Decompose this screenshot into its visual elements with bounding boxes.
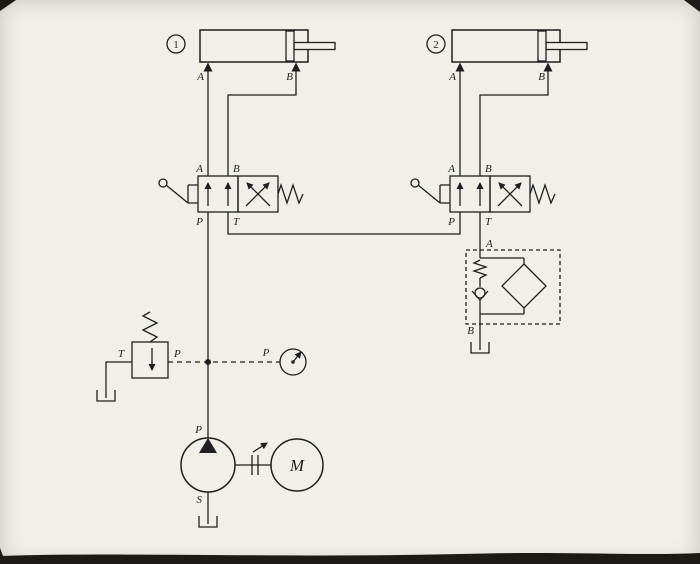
pump-flow-triangle-icon (199, 438, 217, 453)
valve-2-lever-knob-icon (410, 178, 420, 188)
valve-2-arrow-cross1 (497, 182, 522, 207)
cylinder-1: 1 A B (166, 29, 336, 83)
pump-port-p-label: P (194, 424, 202, 436)
tank-symbols (96, 342, 490, 528)
check-valve-seat-icon (471, 290, 489, 301)
rotation-arrow-icon (252, 442, 268, 453)
valve-1-spring-icon (277, 182, 304, 206)
cylinder-2-number-circle (426, 34, 446, 54)
valve-1-box-parallel (197, 175, 239, 213)
valve-2-port-p-label: P (447, 216, 455, 228)
relief-valve-port-p-label: P (173, 348, 181, 360)
relief-valve-spring-icon (141, 311, 159, 343)
valve-2: A B P T (410, 163, 556, 228)
scan-bottom-edge (0, 553, 700, 564)
pressure-gauge-label: P (262, 347, 270, 359)
valve-2-port-a-label: A (447, 163, 455, 175)
cylinder-1-port-b-label: B (286, 71, 293, 83)
pressure-gauge-needle-icon (292, 351, 302, 363)
connection-lines (105, 62, 553, 524)
cylinder-1-number-circle (166, 34, 186, 54)
pressure-gauge-pivot (291, 360, 295, 364)
valve-2-box-parallel (449, 175, 491, 213)
scan-corner-top-right (684, 0, 700, 12)
valve-1-arrow-cross1 (245, 182, 270, 207)
shaft-coupling-icon (251, 455, 259, 475)
cylinder-2-piston (537, 30, 547, 62)
valve-1: A B P T (158, 163, 304, 228)
filter-unit-port-a-label: A (485, 238, 493, 250)
check-valve-ball-icon (474, 287, 486, 299)
pump-port-s-label: S (197, 494, 203, 506)
filter-tank-icon (470, 342, 490, 354)
cylinder-1-piston (285, 30, 295, 62)
relief-valve-port-t-label: T (118, 348, 125, 360)
filter-unit-port-b-label: B (467, 325, 474, 337)
line-valve1-b-to-cylinder1 (227, 62, 301, 176)
cylinder-2-rod (545, 41, 588, 51)
relief-tank-line (105, 361, 132, 398)
valve-1-arrow-cross2 (246, 182, 271, 207)
cylinder-2-port-a-label: A (448, 71, 456, 83)
valve-1-port-p-label: P (195, 216, 203, 228)
junction-dot (205, 359, 211, 365)
pump-tank-icon (198, 516, 218, 528)
filter-icon (501, 263, 547, 309)
valve-2-spring-icon (529, 182, 556, 206)
cylinder-2-number: 2 (433, 39, 439, 51)
valve-1-port-t-label: T (233, 216, 240, 228)
motor: M (235, 438, 324, 492)
scan-corner-top-left (0, 0, 16, 11)
line-valve2-b-to-cylinder2 (479, 62, 553, 176)
relief-valve-body (131, 341, 169, 379)
cylinder-1-port-a-label: A (196, 71, 204, 83)
scan-corner-bottom-left (0, 548, 6, 564)
cylinder-1-number: 1 (173, 39, 179, 51)
check-valve-spring-icon (471, 259, 489, 279)
valve-1-lever-knob-icon (158, 178, 168, 188)
cylinder-2-port-b-label: B (538, 71, 545, 83)
valve-2-arrow-cross2 (498, 182, 523, 207)
filter-unit-piping (480, 257, 525, 315)
valve-1-port-a-label: A (195, 163, 203, 175)
line-valve1-t-to-valve2-p (227, 212, 461, 235)
pressure-gauge: P (262, 347, 307, 376)
filter-unit: A B (465, 238, 561, 350)
cylinder-2: 2 A B (426, 29, 588, 83)
motor-label: M (289, 456, 305, 475)
valve-2-port-b-label: B (485, 163, 492, 175)
cylinder-1-rod (293, 41, 336, 51)
valve-2-port-t-label: T (485, 216, 492, 228)
relief-valve: T P (118, 311, 181, 379)
valve-1-lever-icon (165, 184, 198, 204)
relief-tank-icon (96, 390, 116, 402)
valve-2-lever-icon (417, 184, 450, 204)
valve-1-port-b-label: B (233, 163, 240, 175)
motor-circle (270, 438, 324, 492)
